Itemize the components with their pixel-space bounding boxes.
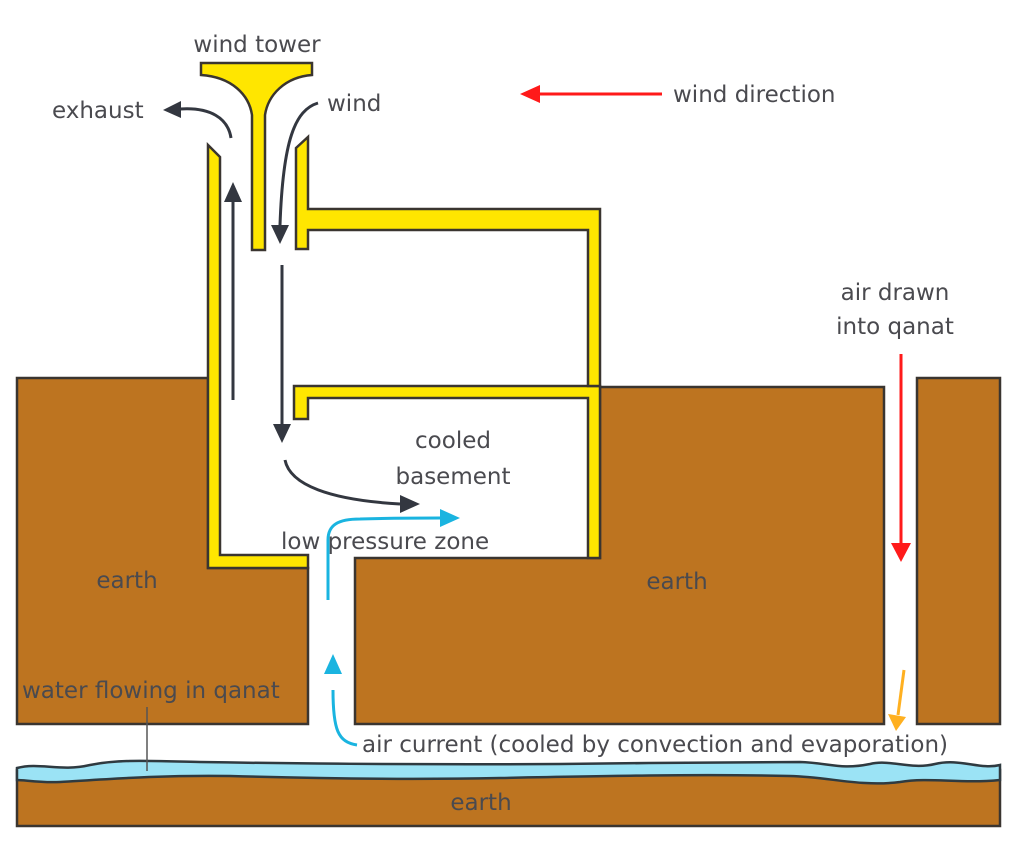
label-air-drawn-line1: air drawn — [841, 280, 950, 306]
label-air-drawn-line2: into qanat — [836, 314, 954, 340]
label-wind: wind — [327, 91, 381, 117]
label-cooled-basement-line1: cooled — [415, 428, 491, 454]
basement-frame — [292, 384, 602, 560]
label-cooled-basement-line2: basement — [396, 464, 511, 490]
water-layer — [15, 759, 1002, 785]
label-earth-left: earth — [96, 568, 157, 594]
cool-air-basement-arrow — [326, 516, 441, 600]
label-low-pressure-zone: low pressure zone — [281, 529, 489, 555]
label-air-current: air current (cooled by convection and ev… — [362, 732, 948, 758]
label-earth-middle: earth — [646, 569, 707, 595]
air-current-arrow — [331, 689, 358, 747]
earth-right-column — [915, 376, 1002, 726]
building-left-wall — [206, 141, 310, 570]
cool-air-basement-arrowhead — [440, 509, 460, 527]
basement-flow-arrow — [283, 459, 401, 506]
basement-flow-arrowhead — [400, 495, 420, 513]
label-exhaust: exhaust — [52, 98, 144, 124]
upper-room-frame — [294, 134, 602, 388]
qanat-air-arrowhead — [888, 714, 906, 731]
air-current-arrowhead — [324, 654, 342, 674]
wind-tower — [199, 61, 314, 252]
wind-inflow-arrow — [278, 101, 319, 226]
label-wind-direction: wind direction — [673, 82, 835, 108]
exhaust-arrowhead — [163, 101, 181, 118]
qanat-air-arrow — [896, 669, 906, 716]
label-water-flowing: water flowing in qanat — [22, 678, 280, 704]
wind-inflow-arrowhead — [271, 225, 289, 244]
exhaust-arrow — [179, 107, 233, 139]
descending-air-arrowhead — [273, 424, 291, 443]
air-drawn-arrowhead — [891, 543, 911, 562]
wind-direction-arrowhead — [520, 85, 540, 103]
label-earth-bottom: earth — [450, 790, 511, 816]
label-wind-tower: wind tower — [193, 32, 321, 58]
earth-left-block — [15, 376, 310, 726]
rising-air-arrowhead — [224, 182, 242, 202]
